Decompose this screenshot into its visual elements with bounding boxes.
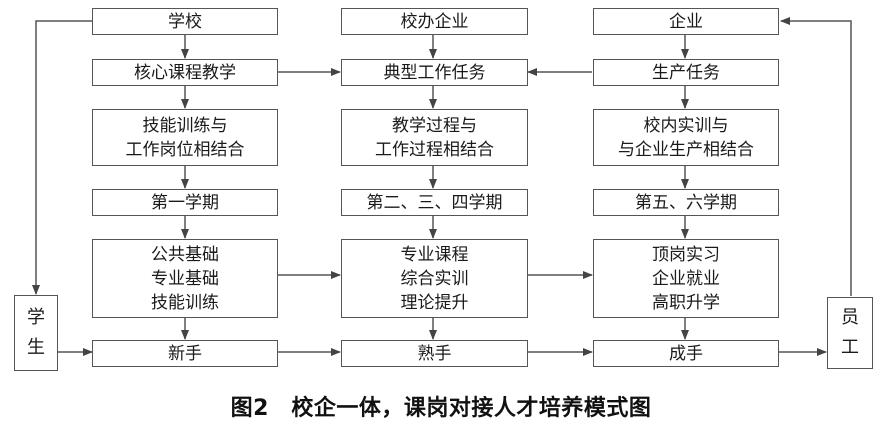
term-234-box: 第二、三、四学期 (341, 189, 528, 216)
employee-char-1: 员 (841, 307, 859, 328)
employee-char-2: 工 (841, 337, 859, 358)
core-course-label: 核心课程教学 (134, 62, 236, 83)
internship-line-2: 企业就业 (652, 268, 720, 289)
term-56-label: 第五、六学期 (635, 192, 737, 213)
arrow-employee-to-enterprise (780, 17, 852, 296)
basics-box: 公共基础 专业基础 技能训练 (92, 239, 278, 318)
campus-training-line-2: 与企业生产相结合 (618, 139, 754, 160)
term-1-box: 第一学期 (92, 189, 278, 216)
skill-job-line-2: 工作岗位相结合 (125, 139, 245, 160)
term-1-label: 第一学期 (151, 192, 219, 213)
basics-line-2: 专业基础 (151, 268, 219, 289)
skilled-label: 熟手 (417, 343, 452, 364)
figure-caption: 图2 校企一体，课岗对接人才培养模式图 (230, 396, 652, 421)
teaching-work-line-1: 教学过程与 (392, 115, 477, 136)
basics-line-3: 技能训练 (151, 292, 219, 313)
typical-task-box: 典型工作任务 (341, 59, 528, 86)
core-course-box: 核心课程教学 (92, 59, 278, 86)
arrow-school-to-student (32, 20, 92, 295)
campus-training-box: 校内实训与 与企业生产相结合 (593, 109, 779, 166)
skilled-box: 熟手 (341, 340, 528, 367)
enterprise-label: 企业 (669, 11, 703, 32)
employee-box: 员 工 (827, 297, 873, 369)
skill-job-line-1: 技能训练与 (142, 115, 228, 136)
master-label: 成手 (669, 343, 703, 364)
major-course-line-1: 专业课程 (400, 244, 469, 265)
school-box: 学校 (92, 8, 278, 35)
internship-line-1: 顶岗实习 (652, 244, 720, 265)
term-56-box: 第五、六学期 (593, 189, 779, 216)
term-234-label: 第二、三、四学期 (366, 192, 503, 213)
internship-box: 顶岗实习 企业就业 高职升学 (593, 239, 779, 318)
major-course-box: 专业课程 综合实训 理论提升 (341, 239, 528, 318)
production-task-label: 生产任务 (652, 62, 720, 83)
teaching-work-line-2: 工作过程相结合 (375, 139, 494, 160)
school-enterprise-box: 校办企业 (341, 8, 528, 35)
enterprise-box: 企业 (593, 8, 779, 35)
production-task-box: 生产任务 (593, 59, 779, 86)
typical-task-label: 典型工作任务 (383, 62, 486, 83)
campus-training-line-1: 校内实训与 (643, 115, 729, 136)
teaching-work-box: 教学过程与 工作过程相结合 (341, 109, 528, 166)
major-course-line-3: 理论提升 (400, 292, 469, 313)
master-box: 成手 (593, 340, 779, 367)
student-box: 学 生 (14, 295, 58, 371)
skill-job-box: 技能训练与 工作岗位相结合 (92, 109, 278, 166)
novice-label: 新手 (168, 343, 202, 364)
school-enterprise-label: 校办企业 (400, 11, 469, 32)
school-label: 学校 (168, 11, 202, 32)
basics-line-1: 公共基础 (151, 244, 219, 265)
internship-line-3: 高职升学 (652, 292, 720, 313)
major-course-line-2: 综合实训 (400, 268, 469, 289)
student-char-1: 学 (27, 307, 45, 328)
student-char-2: 生 (27, 337, 45, 358)
novice-box: 新手 (92, 340, 278, 367)
